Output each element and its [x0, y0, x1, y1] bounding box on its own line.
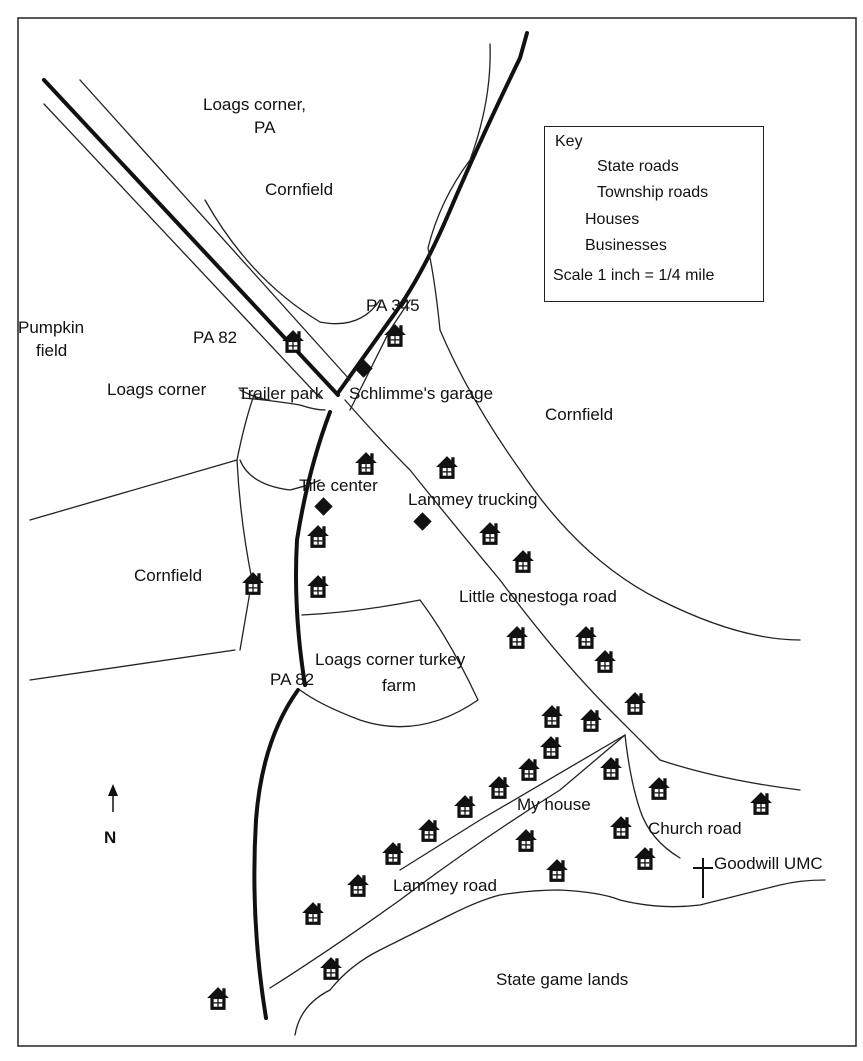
house-icon	[599, 756, 623, 781]
house-icon	[417, 818, 441, 843]
house-icon	[505, 625, 529, 650]
road-left-branch	[236, 389, 271, 651]
township-roads	[29, 43, 826, 1036]
label-loags-corner-pa: Loags corner,	[203, 95, 307, 114]
label-loags-corner-pa-2: PA	[254, 118, 276, 137]
house-icon	[633, 846, 657, 871]
road-trailer	[241, 397, 326, 411]
label-cornfield-right: Cornfield	[545, 405, 614, 424]
road-top-curve	[427, 43, 801, 641]
pa82-south-road-upper	[294, 410, 332, 687]
house-icon	[574, 625, 598, 650]
pa345-road	[336, 31, 529, 395]
label-pa82-bottom: PA 82	[270, 670, 315, 689]
north-arrow-icon	[108, 784, 118, 812]
house-icon	[301, 901, 325, 926]
road-parallel-nw	[79, 79, 351, 381]
label-my-house: My house	[517, 795, 591, 814]
house-icon	[517, 757, 541, 782]
map-border	[17, 17, 857, 1047]
house-icon	[206, 986, 230, 1011]
key-scale-label: Scale 1 inch = 1/4 mile	[553, 267, 715, 284]
label-church-road: Church road	[648, 819, 742, 838]
house-icon	[478, 521, 502, 546]
house-icon	[453, 794, 477, 819]
house-icon	[593, 649, 617, 674]
house-icon	[539, 735, 563, 760]
house-icon	[623, 691, 647, 716]
label-cornfield-top: Cornfield	[265, 180, 334, 199]
label-schlimmes-garage: Schlimme's garage	[349, 384, 494, 403]
road-parallel-nw-2	[43, 103, 321, 399]
house-icon	[354, 451, 378, 476]
church-cross-icon	[693, 858, 713, 898]
house-icon	[319, 956, 343, 981]
road-game-lands-edge	[294, 879, 826, 1036]
house-icon	[487, 775, 511, 800]
road-west	[29, 459, 238, 521]
house-icon	[540, 704, 564, 729]
road-little-conestoga	[344, 399, 801, 791]
label-lammey-road: Lammey road	[393, 876, 497, 895]
house-icon	[381, 841, 405, 866]
label-goodwill-umc: Goodwill UMC	[714, 854, 823, 873]
key-title: Key	[555, 133, 583, 150]
label-turkey-farm-2: farm	[382, 676, 416, 695]
key-businesses-label: Businesses	[585, 237, 667, 254]
business-icon	[413, 512, 432, 531]
house-icon	[346, 873, 370, 898]
label-pa345: PA 345	[366, 296, 420, 315]
house-icon	[609, 815, 633, 840]
road-cornfield-loop	[204, 199, 381, 325]
label-north: N	[104, 828, 117, 847]
house-icon	[306, 574, 330, 599]
house-icon	[241, 571, 265, 596]
label-pa82-top: PA 82	[193, 328, 238, 347]
label-loags-corner: Loags corner	[107, 380, 207, 399]
house-icon	[306, 524, 330, 549]
road-turkey-farm	[299, 599, 479, 728]
key-township-roads-label: Township roads	[597, 184, 709, 201]
house-icon	[647, 776, 671, 801]
label-cornfield-left: Cornfield	[134, 566, 203, 585]
key-state-roads-label: State roads	[597, 158, 679, 175]
road-my-house	[399, 734, 626, 871]
label-lammey-trucking: Lammey trucking	[408, 490, 538, 509]
business-icon	[354, 359, 373, 378]
label-little-conestoga-road: Little conestoga road	[459, 587, 617, 606]
road-lammey	[269, 734, 626, 989]
road-church	[624, 734, 681, 859]
house-icon	[749, 791, 773, 816]
road-tile-loop	[239, 459, 321, 491]
key-houses-label: Houses	[585, 211, 640, 228]
label-tile-center: Tile center	[299, 476, 378, 495]
map-key: Key State roads Township roads Houses Bu…	[544, 126, 764, 302]
business-icon	[314, 497, 333, 516]
pa82-south-road-lower	[252, 688, 300, 1020]
road-west-lower	[29, 649, 236, 681]
houses	[206, 323, 773, 1011]
label-pumpkin-field-2: field	[36, 341, 68, 360]
label-trailer-park: Trailer park	[238, 384, 324, 403]
label-pumpkin-field: Pumpkin	[18, 318, 85, 337]
label-turkey-farm: Loags corner turkey	[315, 650, 466, 669]
businesses	[314, 359, 432, 531]
label-state-game-lands: State game lands	[496, 970, 629, 989]
house-icon	[514, 828, 538, 853]
house-icon	[435, 455, 459, 480]
house-icon	[545, 858, 569, 883]
house-icon	[579, 708, 603, 733]
house-icon	[511, 549, 535, 574]
